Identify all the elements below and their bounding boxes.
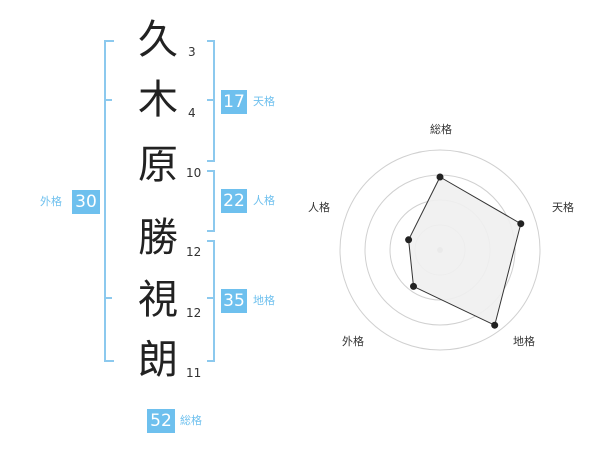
- kanji-char-4: 勝: [138, 215, 178, 261]
- radar-axis-label: 外格: [342, 335, 364, 348]
- radar-point-3: [491, 321, 499, 329]
- bracket-tick: [104, 99, 112, 101]
- sou-label: 総格: [180, 414, 202, 427]
- jin-value-badge: 22: [221, 189, 247, 213]
- radar-axis-label: 天格: [552, 201, 574, 214]
- radar-axis-label: 地格: [513, 335, 535, 348]
- bracket-tick: [207, 99, 215, 101]
- chi-label: 地格: [253, 294, 275, 307]
- gai-value-badge: 30: [72, 190, 100, 214]
- radar-axis-label: 総格: [430, 123, 452, 136]
- radar-point-1: [436, 173, 444, 181]
- kanji-char-2: 木: [138, 77, 178, 123]
- stroke-count-5: 12: [186, 306, 202, 320]
- radar-point-5: [405, 236, 413, 244]
- radar-axis-label: 人格: [308, 201, 330, 214]
- kanji-char-1: 久: [138, 17, 178, 63]
- radar-series-area: [408, 176, 522, 326]
- stroke-count-2: 4: [188, 106, 196, 120]
- stroke-count-6: 11: [186, 366, 202, 380]
- radar-point-2: [517, 220, 525, 228]
- jin-label: 人格: [253, 194, 275, 207]
- ten-value-badge: 17: [221, 90, 247, 114]
- radar-point-4: [410, 282, 417, 290]
- stroke-count-4: 12: [186, 245, 202, 259]
- bracket-tick: [104, 297, 112, 299]
- chi-value-badge: 35: [221, 289, 247, 313]
- ten-bracket: [207, 40, 215, 162]
- stroke-count-3: 10: [186, 166, 202, 180]
- sou-value-badge: 52: [147, 409, 175, 433]
- radar-ring: [339, 149, 541, 351]
- kanji-char-6: 朗: [138, 337, 178, 383]
- gai-label: 外格: [40, 195, 62, 208]
- stroke-count-1: 3: [188, 45, 196, 59]
- chi-bracket: [207, 240, 215, 362]
- bracket-tick: [207, 297, 215, 299]
- outer-bracket: [104, 40, 114, 362]
- ten-label: 天格: [253, 95, 275, 108]
- jin-bracket: [207, 170, 215, 232]
- kanji-char-3: 原: [138, 142, 178, 188]
- kanji-char-5: 視: [138, 277, 178, 323]
